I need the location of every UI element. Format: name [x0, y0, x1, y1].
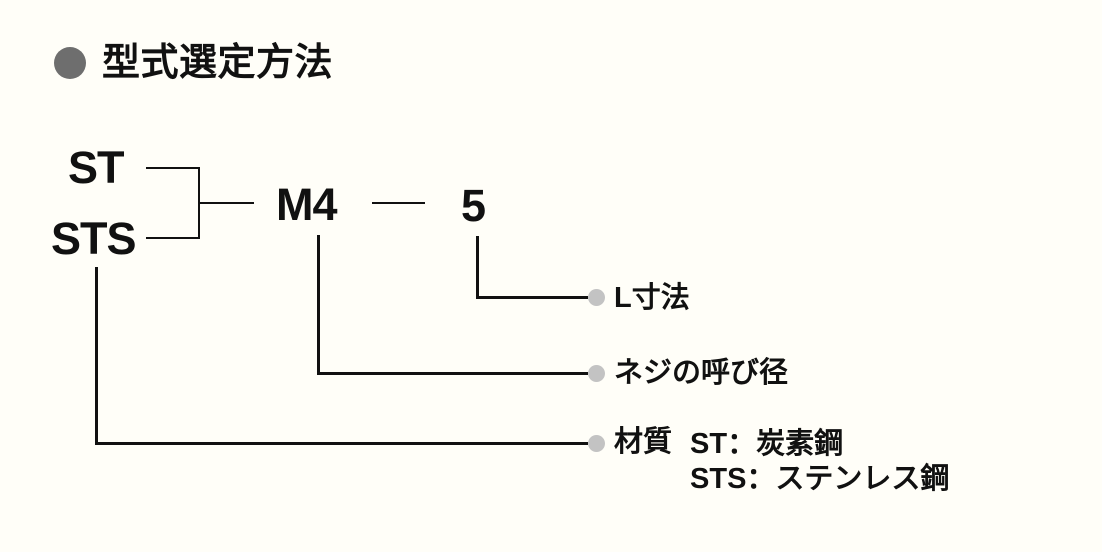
thread-label: ネジの呼び径: [614, 357, 789, 389]
dash-line-m4-5: [372, 202, 425, 204]
length-label: L寸法: [614, 282, 690, 314]
bracket-line-bottom: [146, 237, 200, 239]
material-label: 材質: [614, 426, 673, 458]
material-label-block: 材質 ST：炭素鋼 STS：ステンレス鋼: [614, 427, 949, 497]
bracket-line-top: [146, 167, 200, 169]
connector-material-vertical: [95, 267, 98, 445]
callout-dot-length: [588, 289, 605, 306]
connector-material-horizontal: [95, 442, 588, 445]
length-code: 5: [461, 180, 486, 231]
thread-size-code: M4: [276, 179, 338, 230]
connector-thread-vertical: [317, 235, 320, 375]
page-title: 型式選定方法: [102, 42, 334, 84]
connector-length-horizontal: [476, 296, 588, 299]
connector-thread-horizontal: [317, 372, 588, 375]
title-bullet-icon: [54, 47, 86, 79]
material-legend-st: ST：炭素鋼: [690, 428, 844, 460]
material-code-sts: STS: [51, 213, 137, 264]
connector-length-vertical: [476, 236, 479, 299]
material-legend: ST：炭素鋼 STS：ステンレス鋼: [690, 427, 949, 497]
material-code-st: ST: [68, 142, 125, 193]
callout-dot-thread: [588, 365, 605, 382]
material-legend-sts: STS：ステンレス鋼: [690, 463, 950, 495]
bracket-line-middle: [198, 202, 254, 204]
callout-dot-material: [588, 435, 605, 452]
